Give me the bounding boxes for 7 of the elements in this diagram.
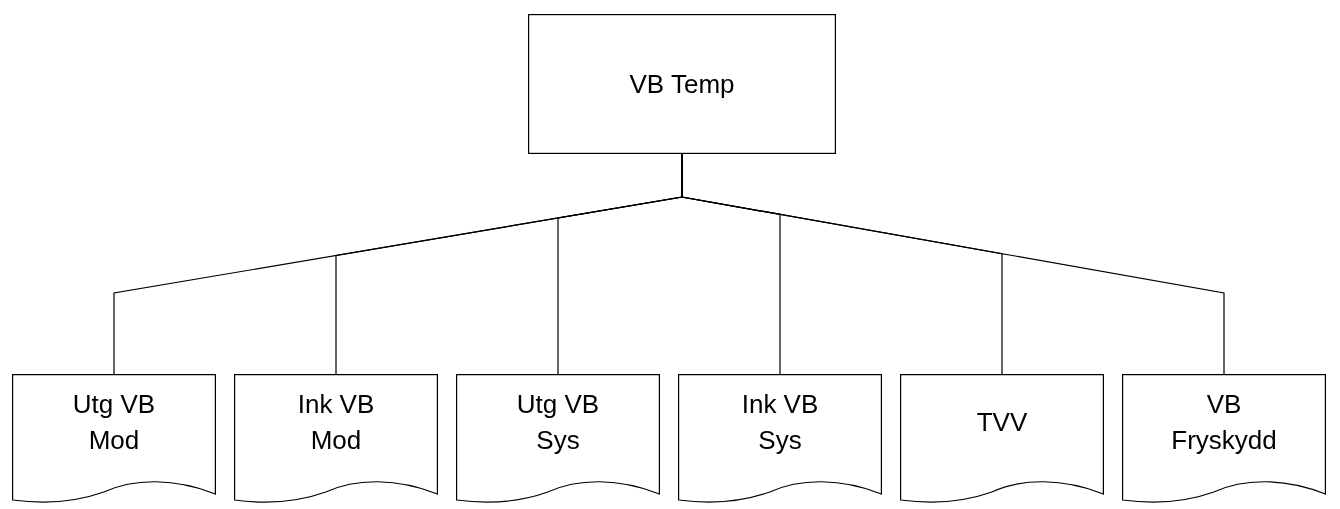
node-label: TVV bbox=[976, 406, 1028, 439]
node-label: VB Fryskydd bbox=[1170, 388, 1278, 457]
node-label: VB Temp bbox=[629, 68, 735, 101]
node-label: Ink VB Mod bbox=[296, 388, 376, 457]
node-label: Utg VB Mod bbox=[71, 388, 157, 457]
node-label: Ink VB Sys bbox=[740, 388, 820, 457]
node-label: Utg VB Sys bbox=[515, 388, 601, 457]
